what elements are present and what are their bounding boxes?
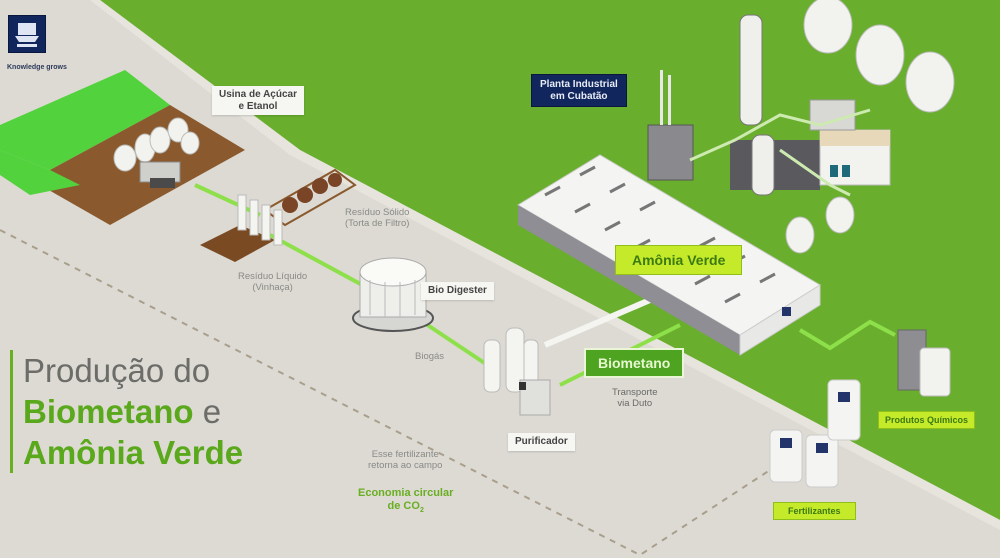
label-residuo-solido: Resíduo Sólido (Torta de Filtro) [345, 207, 410, 230]
label-biometano: Biometano [584, 348, 685, 379]
label-economia-line2: de CO2 [358, 500, 453, 515]
yara-ship-logo-icon [8, 15, 46, 53]
label-retorno-line2: retorna ao campo [368, 459, 443, 471]
label-usina-line1: Usina de Açúcar [219, 89, 297, 100]
label-residuo-solido-line2: (Torta de Filtro) [345, 217, 410, 229]
label-economia-line1: Economia circular [358, 487, 454, 499]
title-line2: Biometano e [23, 391, 243, 432]
brand-caption: Knowledge grows [7, 64, 67, 71]
title-line3: Amônia Verde [23, 434, 244, 471]
label-amonia-verde: Amônia Verde [615, 245, 743, 276]
label-residuo-liquido: Resíduo Líquido (Vinhaça) [238, 271, 308, 294]
label-economia-co: de CO [387, 499, 420, 512]
fertilizer-bags-icon [769, 379, 861, 488]
label-planta-industrial: Planta Industrial em Cubatão [531, 74, 627, 107]
cane-field [0, 70, 170, 170]
label-purificador: Purificador [508, 433, 575, 451]
label-usina-line2: e Etanol [238, 100, 278, 112]
industrial-plant-icon [647, 0, 955, 254]
return-path-dashed [0, 229, 771, 557]
label-transporte-line1: Transporte [612, 387, 658, 398]
label-residuo-liquido-line2: (Vinhaça) [252, 281, 293, 293]
label-economia-subscript: 2 [419, 506, 424, 514]
label-transporte: Transporte via Duto [612, 387, 658, 410]
pipeline-distribution [798, 319, 896, 351]
label-planta-line2: em Cubatão [550, 90, 608, 102]
label-fertilizantes: Fertilizantes [773, 502, 856, 521]
sugar-mill-icon [113, 117, 200, 188]
pipeline-digester-to-purifier [418, 318, 497, 372]
industrial-zone-edge [90, 0, 1000, 530]
title-biometano: Biometano [23, 393, 194, 430]
purifier-icon [483, 327, 551, 416]
pipeline-mill-to-separator [194, 183, 261, 217]
label-retorno-line1: Esse fertilizante [371, 449, 439, 460]
label-planta-line1: Planta Industrial [540, 79, 618, 90]
label-usina: Usina de Açúcar e Etanol [212, 86, 304, 115]
pipeline-purifier-to-ammonia [543, 297, 652, 348]
label-bio-digester: Bio Digester [421, 282, 494, 300]
label-produtos-quimicos: Produtos Químicos [878, 411, 976, 430]
page-title: Produção do Biometano e Amônia Verde [10, 350, 243, 473]
label-economia-circular: Economia circular de CO2 [358, 487, 453, 515]
separator-tanks-icon [237, 194, 283, 246]
label-transporte-line2: via Duto [617, 397, 653, 409]
label-residuo-solido-line1: Resíduo Sólido [345, 207, 410, 218]
label-residuo-liquido-line1: Resíduo Líquido [238, 271, 308, 282]
title-line1: Produção do [23, 352, 211, 389]
chemical-products-icon [897, 329, 951, 397]
industrial-zone-grass [100, 0, 1000, 520]
bio-digester-icon [352, 257, 434, 332]
label-biogas: Biogás [415, 351, 445, 362]
title-connector: e [202, 393, 222, 430]
label-retorno: Esse fertilizante retorna ao campo [368, 449, 443, 472]
cane-field-lower [0, 150, 80, 195]
